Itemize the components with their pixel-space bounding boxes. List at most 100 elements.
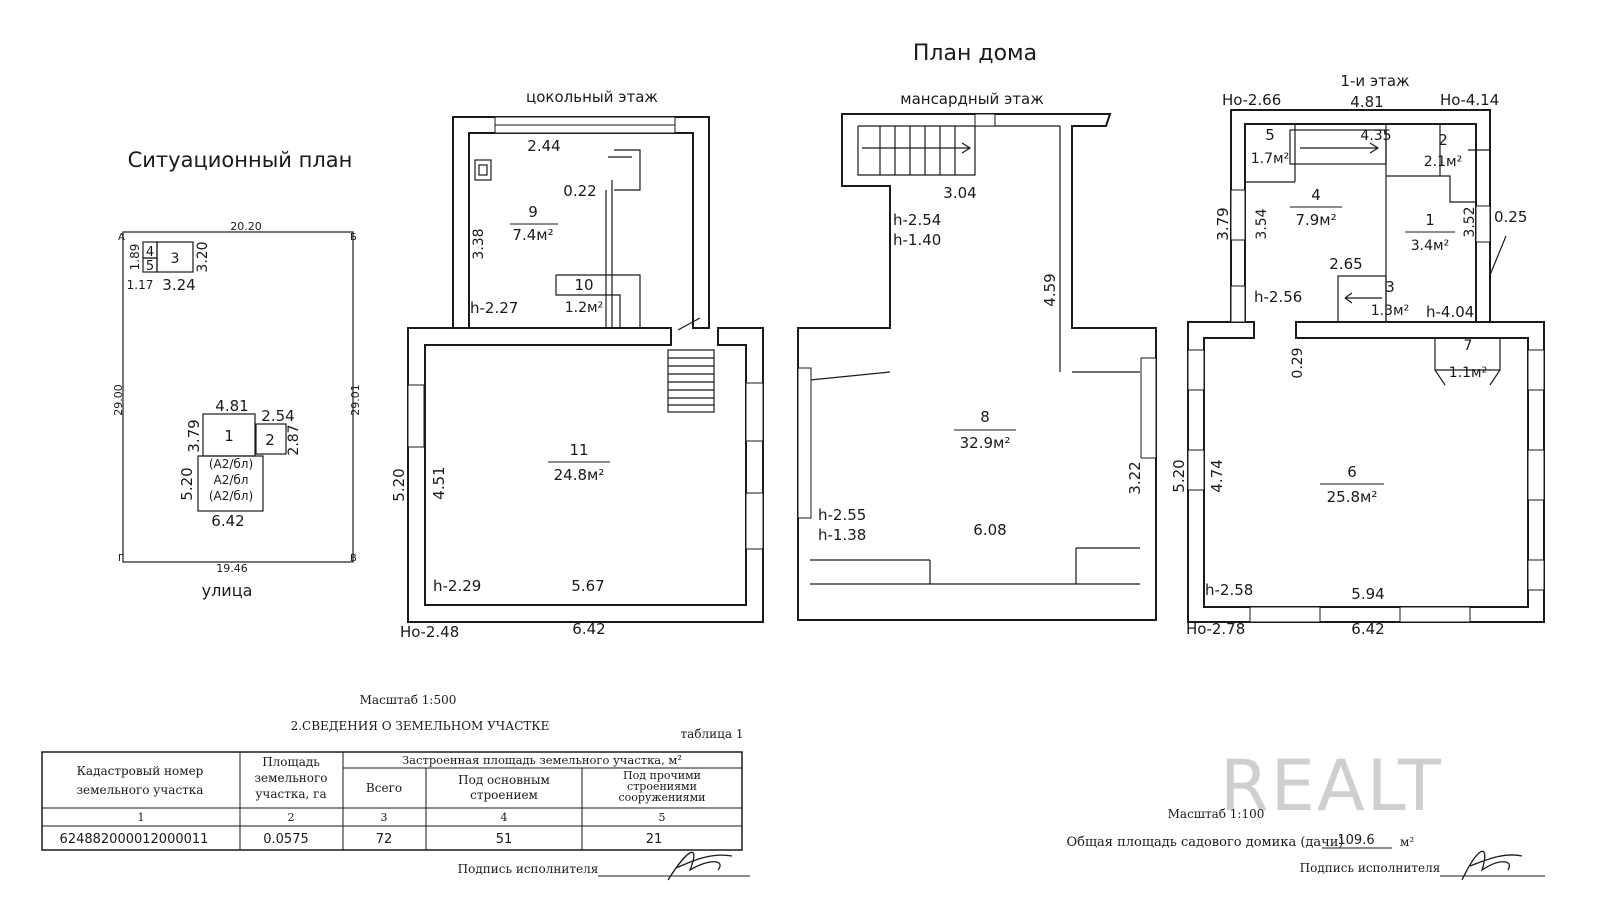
mansard-stair-frame <box>857 126 976 176</box>
annex-width: 2.54 <box>261 407 294 425</box>
mansard-height-2: h-1.40 <box>893 231 941 249</box>
col-num-3: 3 <box>381 811 388 824</box>
first-window-left-2 <box>1187 449 1205 491</box>
room-10-area: 1.2м² <box>565 300 603 316</box>
basement-dim-520: 5.20 <box>390 468 408 501</box>
room-1-number: 1 <box>1425 211 1435 229</box>
th-area-2: земельного <box>255 771 328 785</box>
signature-mark-left <box>667 851 733 881</box>
first-dim-352: 3.52 <box>1462 206 1478 237</box>
mansard-dim-322: 3.22 <box>1126 461 1144 494</box>
th-main-1: Под основным <box>458 773 550 787</box>
mansard-outline <box>797 113 1157 621</box>
mansard-dim-608: 6.08 <box>973 521 1006 539</box>
room-8-number: 8 <box>980 408 990 426</box>
shed-3 <box>156 241 194 273</box>
first-ground-level-1: Но-2.66 <box>1222 91 1281 109</box>
room-4-number: 4 <box>1311 186 1321 204</box>
basement-lower-walls <box>407 327 764 623</box>
basement-dim-022: 0.22 <box>563 182 596 200</box>
house-depth: 3.79 <box>185 419 203 452</box>
first-dim-520: 5.20 <box>1170 459 1188 492</box>
first-window-upper-right <box>1475 205 1491 243</box>
basement-height-lower: h-2.29 <box>433 577 481 595</box>
th-other-1: Под прочими <box>623 769 701 782</box>
th-cad-1: Кадастровый номер <box>77 764 204 778</box>
mansard-height-4: h-1.38 <box>818 526 866 544</box>
basement-dim-567: 5.67 <box>571 577 604 595</box>
room-4-area: 7.9м² <box>1295 211 1336 229</box>
room-5-area: 1.7м² <box>1251 151 1289 167</box>
col-num-2: 2 <box>288 811 295 824</box>
total-area-unit: м² <box>1400 835 1414 849</box>
shed-height: 1.89 <box>128 244 142 271</box>
cell-other: 21 <box>646 832 663 847</box>
scale-100: Масштаб 1:100 <box>1168 807 1265 821</box>
first-window-right-1 <box>1527 349 1545 391</box>
basement-height-upper: h-2.27 <box>470 299 518 317</box>
first-window-right-3 <box>1527 559 1545 591</box>
room-9-number: 9 <box>528 203 538 221</box>
first-dim-474: 4.74 <box>1208 459 1226 492</box>
basement-dim-338: 3.38 <box>471 228 487 259</box>
signature-right: Подпись исполнителя <box>1300 861 1441 875</box>
basement-dim-451: 4.51 <box>430 466 448 499</box>
th-main-2: строением <box>470 788 538 802</box>
cell-cadastral: 624882000012000011 <box>60 832 209 847</box>
mansard-top-window <box>974 113 996 127</box>
shed-4-label: 4 <box>146 245 154 260</box>
mansard-dim-304: 3.04 <box>943 184 976 202</box>
veranda-width: 6.42 <box>211 512 244 530</box>
first-window-upper-left <box>1230 189 1246 241</box>
room-5-number: 5 <box>1265 126 1275 144</box>
room-7-number: 7 <box>1464 338 1473 354</box>
basement-stair-10 <box>555 274 641 328</box>
first-height-404: h-4.04 <box>1426 303 1474 321</box>
first-dim-642: 6.42 <box>1351 620 1384 638</box>
room-6-area: 25.8м² <box>1327 488 1378 506</box>
mansard-stair-arrow <box>862 142 972 154</box>
col-num-4: 4 <box>501 811 508 824</box>
first-dim-481: 4.81 <box>1350 93 1383 111</box>
shed-depth: 3.20 <box>195 241 211 272</box>
first-stair-2 <box>1386 175 1476 203</box>
mansard-dim-459: 4.59 <box>1041 273 1059 306</box>
first-height-258: h-2.58 <box>1205 581 1253 599</box>
shed-width-1: 1.17 <box>127 278 154 292</box>
mansard-window-left <box>797 367 812 519</box>
th-built: Застроенная площадь земельного участка, … <box>402 753 682 767</box>
first-ground-level-2: Но-4.14 <box>1440 91 1499 109</box>
basement-ground-level: Но-2.48 <box>400 623 459 641</box>
room-11-number: 11 <box>569 441 588 459</box>
first-closet-7 <box>1434 338 1501 386</box>
shed-5-label: 5 <box>146 259 154 274</box>
first-ground-level-3: Но-2.78 <box>1186 620 1245 638</box>
first-stair-3 <box>1337 275 1387 323</box>
stove-icon <box>474 159 492 181</box>
room-6-number: 6 <box>1347 463 1357 481</box>
veranda-depth: 5.20 <box>178 467 196 500</box>
basement-window-right-1 <box>745 382 764 442</box>
corner-v: В <box>350 553 357 564</box>
section-title: 2.СВЕДЕНИЯ О ЗЕМЕЛЬНОМ УЧАСТКЕ <box>291 719 550 733</box>
col-num-1: 1 <box>138 811 145 824</box>
first-height-256: h-2.56 <box>1254 288 1302 306</box>
first-dim-265: 2.65 <box>1329 255 1362 273</box>
first-floor-title: 1-и этаж <box>1340 72 1409 90</box>
th-cad-2: земельного участка <box>77 783 204 797</box>
annex-depth: 2.87 <box>286 424 302 455</box>
room-9-area: 7.4м² <box>512 226 553 244</box>
room-11-area: 24.8м² <box>554 466 605 484</box>
cell-total: 72 <box>376 832 393 847</box>
plot-left-length: 29.00 <box>112 384 125 416</box>
basement-stairs <box>667 349 715 413</box>
mansard-plan: мансардный этаж 3.04 h-2.54 h-1.40 4.59 … <box>797 90 1157 621</box>
cell-area: 0.0575 <box>263 832 309 847</box>
shed-width-2: 3.24 <box>162 276 195 294</box>
street-label: улица <box>202 581 253 600</box>
th-area-3: участка, га <box>255 787 326 801</box>
room-1-area: 3.4м² <box>1411 238 1449 254</box>
first-dim-379: 3.79 <box>1214 207 1232 240</box>
room-2-number: 2 <box>1438 131 1448 149</box>
